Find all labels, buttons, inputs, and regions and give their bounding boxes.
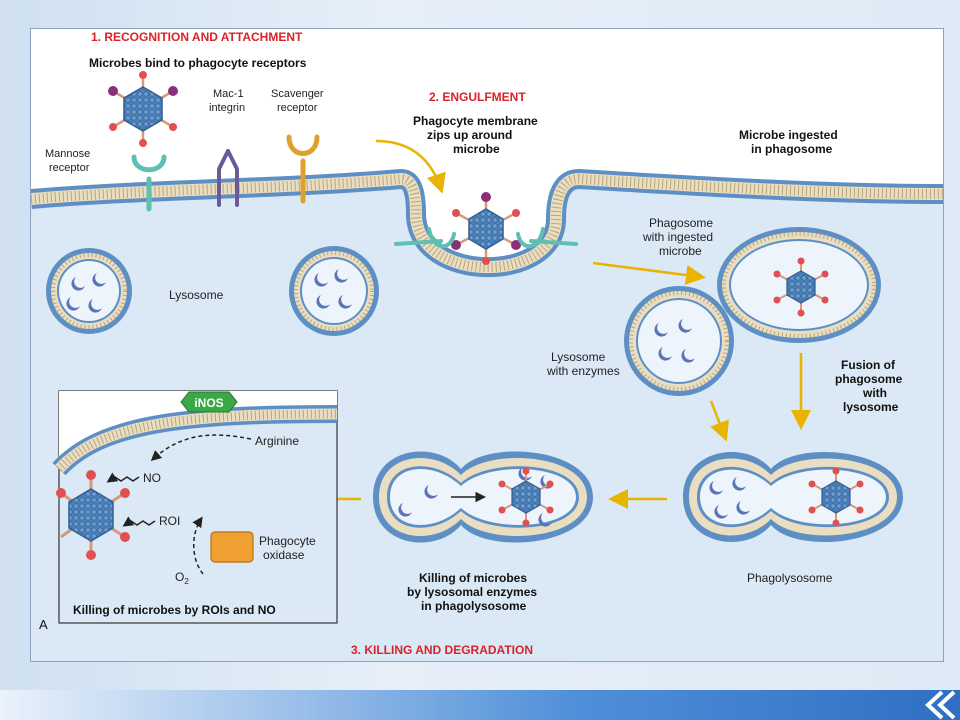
killing-label-2: by lysosomal enzymes — [407, 585, 537, 599]
oxidase-label-1: Phagocyte — [259, 534, 316, 548]
phagolysosome-right — [683, 452, 903, 542]
scavenger-label-1: Scavenger — [271, 88, 324, 100]
mannose-receptor — [131, 154, 167, 212]
microbe-step1 — [108, 71, 178, 147]
step1-subtitle: Microbes bind to phagocyte receptors — [89, 56, 307, 70]
o2-label: O2 — [175, 570, 189, 586]
lyso-enzymes-label-1: Lysosome — [551, 350, 606, 364]
step2-title: 2. ENGULFMENT — [429, 90, 526, 104]
o2-arrow — [192, 516, 204, 575]
lyso-enzymes-label-2: with enzymes — [546, 364, 620, 378]
mac1-label-2: integrin — [209, 102, 245, 114]
slide-footer-bar — [0, 690, 960, 720]
fusion-label-4: lysosome — [843, 400, 899, 414]
inos-badge: iNOS — [180, 391, 238, 413]
mac1-integrin — [217, 149, 239, 207]
step3-title: 3. KILLING AND DEGRADATION — [351, 643, 533, 657]
mannose-label-2: receptor — [49, 162, 90, 174]
ingested-label-2: in phagosome — [751, 142, 833, 156]
phagosome-label-3: microbe — [659, 244, 702, 258]
roi-squiggle — [122, 516, 156, 527]
phagosome-label-2: with ingested — [642, 230, 713, 244]
fusion-label-3: with — [862, 386, 887, 400]
lysosome-1 — [46, 248, 132, 334]
arginine-label: Arginine — [255, 434, 299, 448]
microbe-inset — [56, 470, 130, 560]
fusion-label-2: phagosome — [835, 372, 903, 386]
phagolysosome-label: Phagolysosome — [747, 571, 833, 585]
svg-text:iNOS: iNOS — [194, 396, 223, 410]
phagosome-label-1: Phagosome — [649, 216, 713, 230]
scavenger-receptor — [286, 134, 320, 204]
roi-label: ROI — [159, 514, 180, 528]
microbe-phagolysosome-middle — [498, 467, 554, 527]
step2-line2: zips up around — [427, 128, 512, 142]
arrow-to-phagosome — [592, 261, 706, 285]
step2-line1: Phagocyte membrane — [413, 114, 538, 128]
microbe-engulfed — [451, 192, 521, 265]
mac1-label-1: Mac-1 — [213, 88, 244, 100]
step1-title: 1. RECOGNITION AND ATTACHMENT — [91, 30, 303, 44]
ingested-label-1: Microbe ingested — [739, 128, 838, 142]
microbe-phagolysosome-right — [808, 467, 864, 527]
phagocytosis-diagram: 1. RECOGNITION AND ATTACHMENT Microbes b… — [30, 30, 944, 661]
no-squiggle — [106, 472, 140, 483]
fusion-label-1: Fusion of — [841, 358, 896, 372]
arrow-lysosome-down — [709, 400, 729, 442]
killing-label-3: in phagolysosome — [421, 599, 527, 613]
engulf-arrow — [375, 139, 446, 194]
chevron-left-icon[interactable] — [912, 690, 960, 720]
scavenger-label-2: receptor — [277, 102, 318, 114]
lysosome-2 — [289, 246, 379, 336]
panel-letter: A — [39, 617, 48, 632]
no-label: NO — [143, 471, 161, 485]
inset-caption: Killing of microbes by ROIs and NO — [73, 603, 276, 617]
step2-line3: microbe — [453, 142, 500, 156]
microbe-phagosome — [773, 257, 829, 317]
lysosome-label: Lysosome — [169, 288, 224, 302]
diagram-frame: 1. RECOGNITION AND ATTACHMENT Microbes b… — [30, 28, 944, 662]
lysosome-3 — [624, 286, 734, 396]
oxidase-label-2: oxidase — [263, 548, 305, 562]
arginine-arrow — [150, 434, 252, 461]
killing-label-1: Killing of microbes — [419, 571, 527, 585]
phagocyte-oxidase — [210, 531, 254, 563]
mannose-label-1: Mannose — [45, 148, 90, 160]
